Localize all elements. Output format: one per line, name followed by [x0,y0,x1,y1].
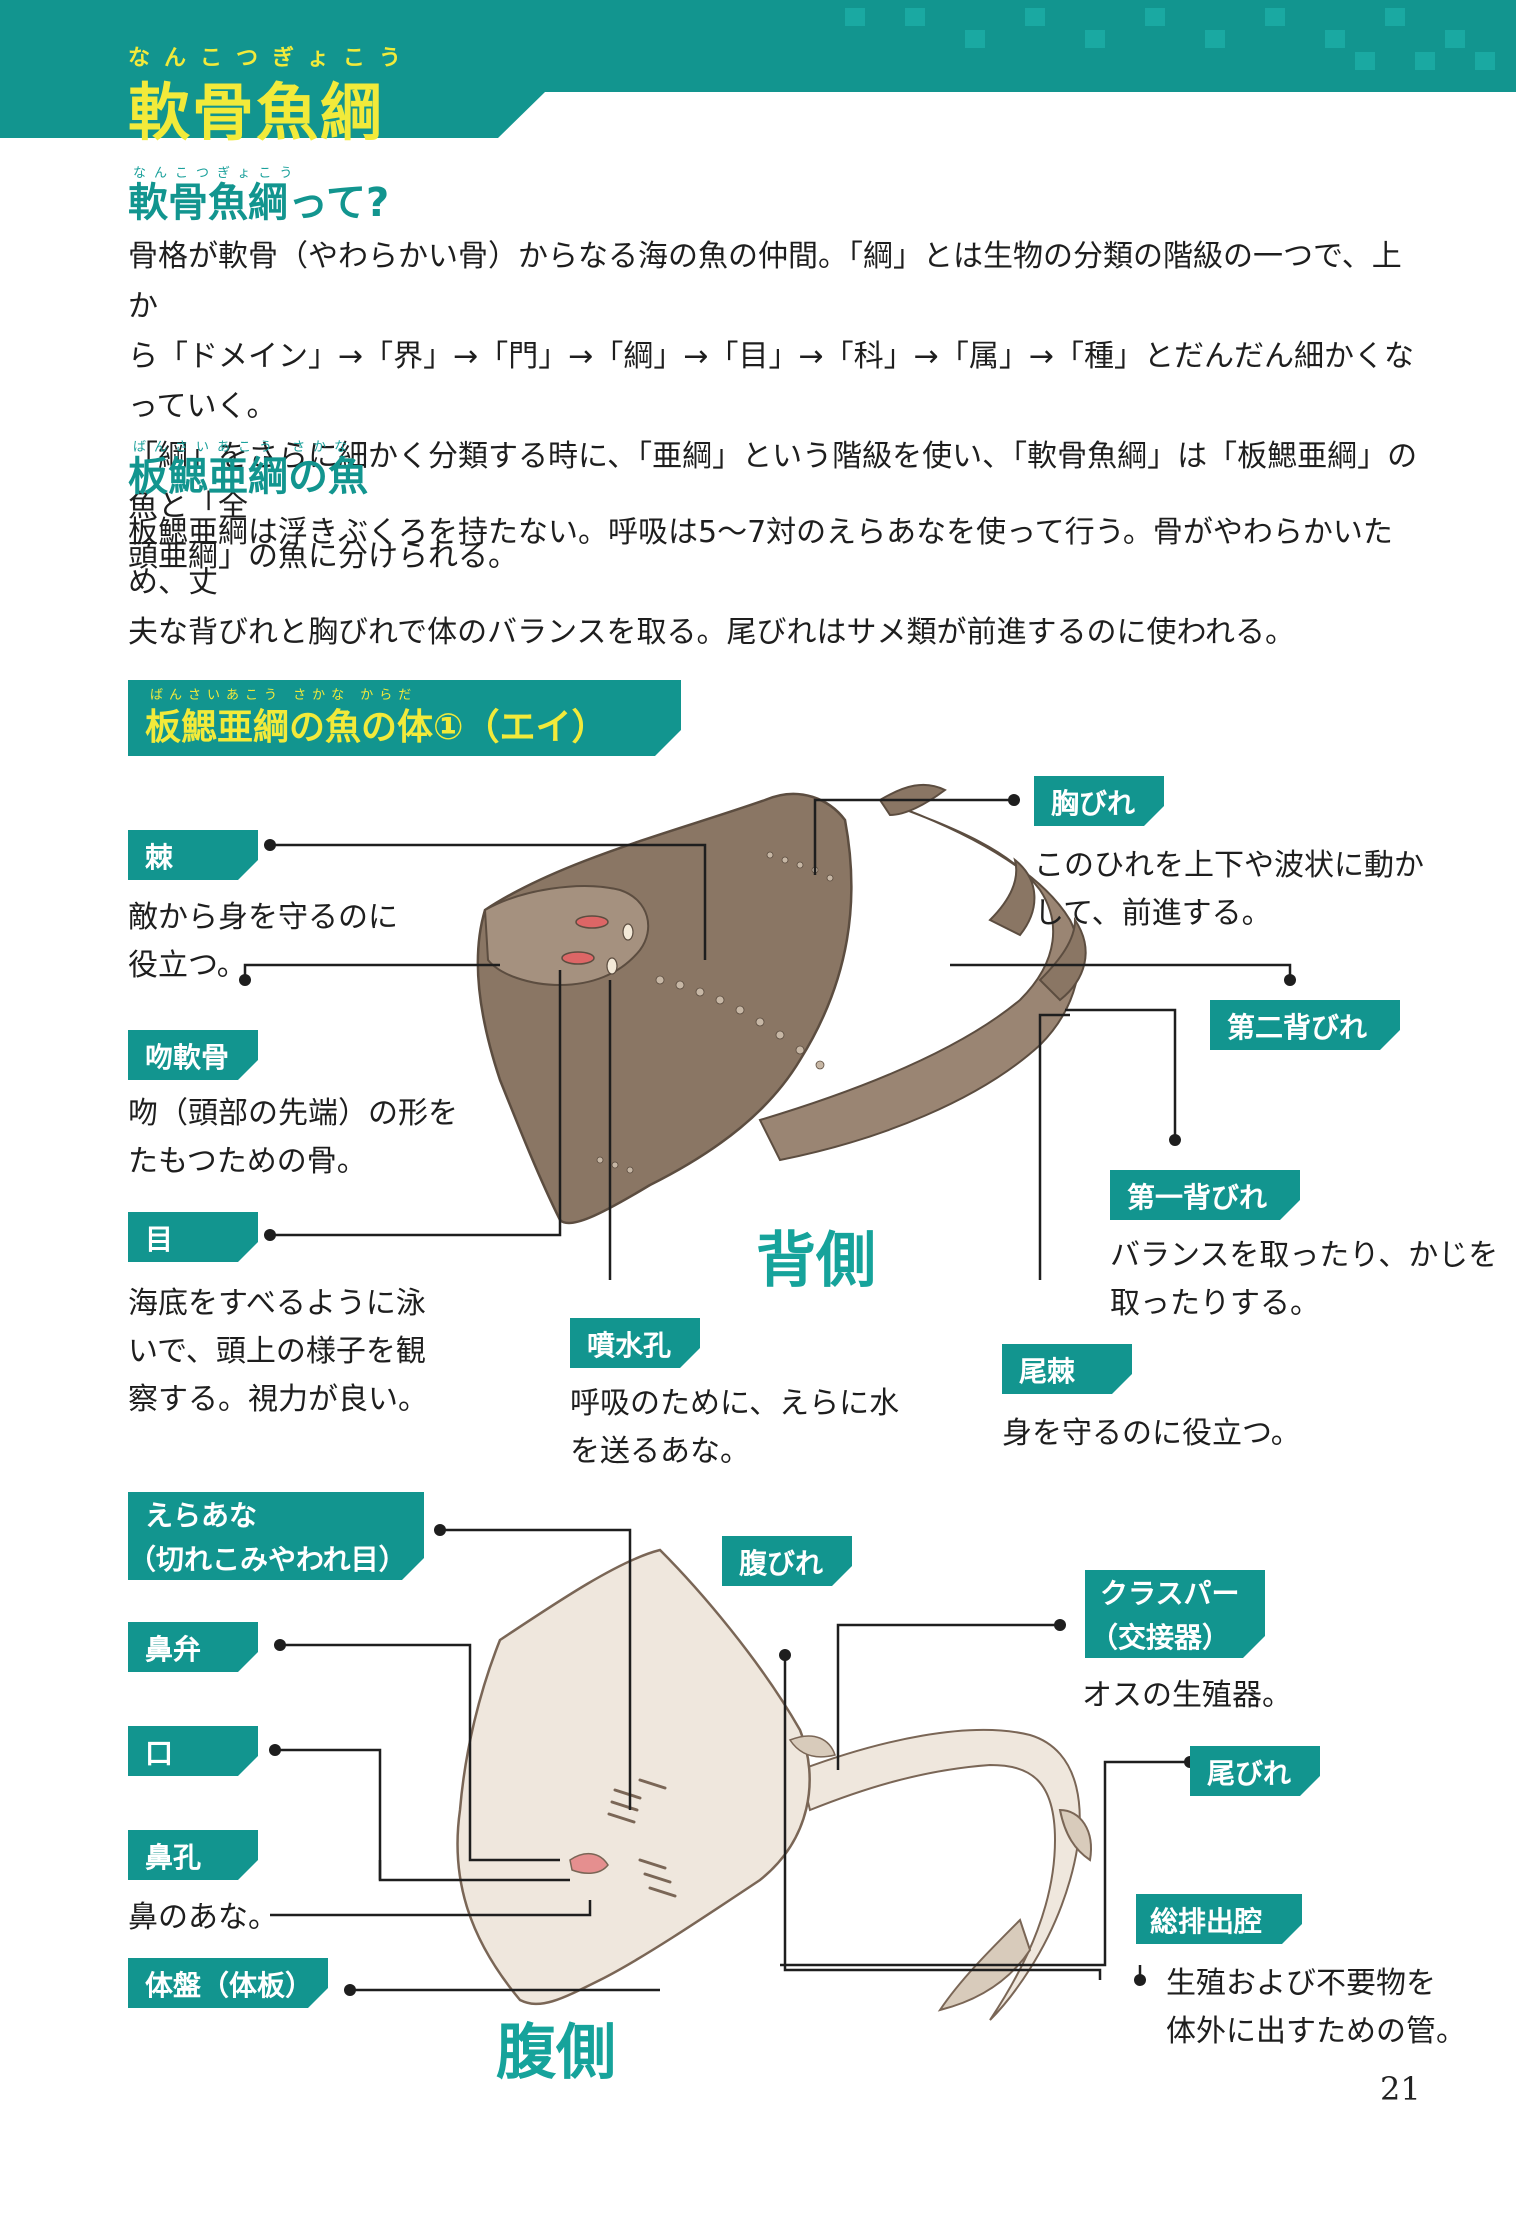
label-rostral-cartilage: 吻軟骨 [145,1041,230,1074]
label-mouth: 口 [145,1737,174,1770]
label-bg [1110,1170,1300,1220]
desc-line: 身を守るのに役立つ。 [1002,1416,1301,1451]
label-spiracle: 噴水孔 [587,1329,672,1362]
intro-line: 頭亜綱」の魚に分けられる。 [128,539,518,574]
elasmo-heading: 板鰓亜綱の魚 [128,454,368,500]
desc-line: 吻（頭部の先端）の形を [128,1096,458,1131]
label-bg [1210,1000,1400,1050]
desc-line: 体外に出すための管。 [1166,2014,1466,2049]
desc-first-dorsal-fin: バランスを取ったり、かじを 取ったりする。 [1110,1232,1498,1328]
elasmo-line: 板鰓亜綱は浮きぶくろを持たない。呼吸は5〜7対のえらあなを使って行う。骨がやわら… [128,515,1393,600]
desc-line: 海底をすべるように泳 [128,1286,426,1321]
intro-paragraph: 骨格が軟骨（やわらかい骨）からなる海の魚の仲間。「綱」とは生物の分類の階級の一つ… [128,232,1428,582]
elasmo-paragraph: 板鰓亜綱は浮きぶくろを持たない。呼吸は5〜7対のえらあなを使って行う。骨がやわら… [128,508,1428,658]
label-bg [1136,1894,1302,1944]
desc-pectoral-fin: このひれを上下や波状に動か して、前進する。 [1034,842,1424,938]
label-bg [722,1536,852,1586]
label-bg [128,1622,258,1672]
desc-line: オスの生殖器。 [1082,1678,1292,1713]
intro-heading: 軟骨魚綱って? [128,180,390,226]
label-pelvic-fin: 腹びれ [739,1547,824,1580]
desc-line: いで、頭上の様子を観 [128,1334,426,1369]
label-clasper-sub: （交接器） [1090,1621,1231,1654]
desc-line: を送るあな。 [570,1434,750,1469]
label-bg [128,1726,258,1776]
label-bg [128,1212,258,1262]
section-bar-label: 板鰓亜綱の魚の体①（エイ） [145,707,608,748]
label-nasal-flap: 鼻弁 [145,1633,202,1666]
intro-line: 骨格が軟骨（やわらかい骨）からなる海の魚の仲間。「綱」とは生物の分類の階級の一つ… [128,239,1402,324]
label-bg [128,1492,424,1580]
title-ruby: なんこつぎょこう [128,46,415,71]
label-bg [1034,776,1164,826]
desc-line: 役立つ。 [128,948,247,983]
label-bg [1002,1344,1132,1394]
elasmo-heading-ruby: ばんさいあこう さかな [133,440,356,455]
label-bg [128,830,258,880]
label-bg [128,1030,258,1080]
page-number: 21 [1380,2070,1421,2108]
desc-spine: 敵から身を守るのに 役立つ。 [128,894,398,990]
desc-line: このひれを上下や波状に動か [1034,848,1424,883]
label-bg [128,1958,328,2008]
elasmo-line: 夫な背びれと胸びれで体のバランスを取る。尾びれはサメ類が前進するのに使われる。 [128,615,1295,650]
desc-line: 生殖および不要物を [1166,1966,1436,2001]
label-cloaca: 総排出腔 [1150,1905,1263,1938]
header-band [0,0,1516,138]
desc-cloaca: 生殖および不要物を 体外に出すための管。 [1166,1960,1466,2056]
label-second-dorsal-fin: 第二背びれ [1227,1011,1368,1044]
label-tail-spine: 尾棘 [1019,1355,1076,1388]
label-gill-slits: えらあな [145,1499,258,1532]
label-caudal-fin: 尾びれ [1207,1757,1292,1790]
label-spine: 棘 [145,841,174,874]
label-bg [1085,1570,1265,1658]
label-clasper: クラスパー [1100,1577,1240,1610]
desc-line: 敵から身を守るのに [128,900,398,935]
desc-eye: 海底をすべるように泳 いで、頭上の様子を観 察する。視力が良い。 [128,1280,428,1424]
ray-dorsal-illustration [239,783,1296,1280]
desc-spiracle: 呼吸のために、えらに水 を送るあな。 [570,1380,899,1476]
ray-ventral-illustration [269,1524,1196,2021]
desc-clasper: オスの生殖器。 [1082,1672,1292,1720]
label-bg [570,1318,700,1368]
intro-heading-ruby: なんこつぎょこう [133,166,301,181]
label-first-dorsal-fin: 第一背びれ [1127,1181,1268,1214]
desc-line: して、前進する。 [1034,896,1272,931]
desc-line: 察する。視力が良い。 [128,1382,428,1417]
ventral-side-label: 腹側 [496,2018,616,2088]
label-eye: 目 [145,1223,174,1256]
desc-line: 取ったりする。 [1110,1286,1320,1321]
page-title: 軟骨魚綱 [128,76,385,149]
label-nostril: 鼻孔 [145,1841,202,1874]
intro-line: ら「ドメイン」→「界」→「門」→「綱」→「目」→「科」→「属」→「種」とだんだん… [128,339,1414,424]
desc-line: たもつための骨。 [128,1144,367,1179]
label-disc: 体盤（体板） [145,1969,314,2002]
label-pectoral-fin: 胸びれ [1051,787,1136,820]
desc-line: 鼻のあな。 [128,1900,278,1935]
desc-rostral-cartilage: 吻（頭部の先端）の形を たもつための骨。 [128,1090,458,1186]
label-bg [1190,1746,1320,1796]
desc-line: バランスを取ったり、かじを [1110,1238,1499,1273]
intro-line: 「綱」をさらに細かく分類する時に、「亜綱」という階級を使い、「軟骨魚綱」は「板鰓… [128,439,1418,524]
label-gill-slits-sub: （切れこみやわれ目） [128,1543,407,1576]
label-bg [128,1830,258,1880]
section-bar [128,680,681,756]
section-bar-ruby: ばんさいあこう さかな からだ [150,688,418,703]
desc-nostril: 鼻のあな。 [128,1894,278,1942]
desc-line: 呼吸のために、えらに水 [570,1386,900,1421]
desc-tail-spine: 身を守るのに役立つ。 [1002,1410,1301,1458]
dorsal-side-label: 背側 [756,1226,876,1296]
